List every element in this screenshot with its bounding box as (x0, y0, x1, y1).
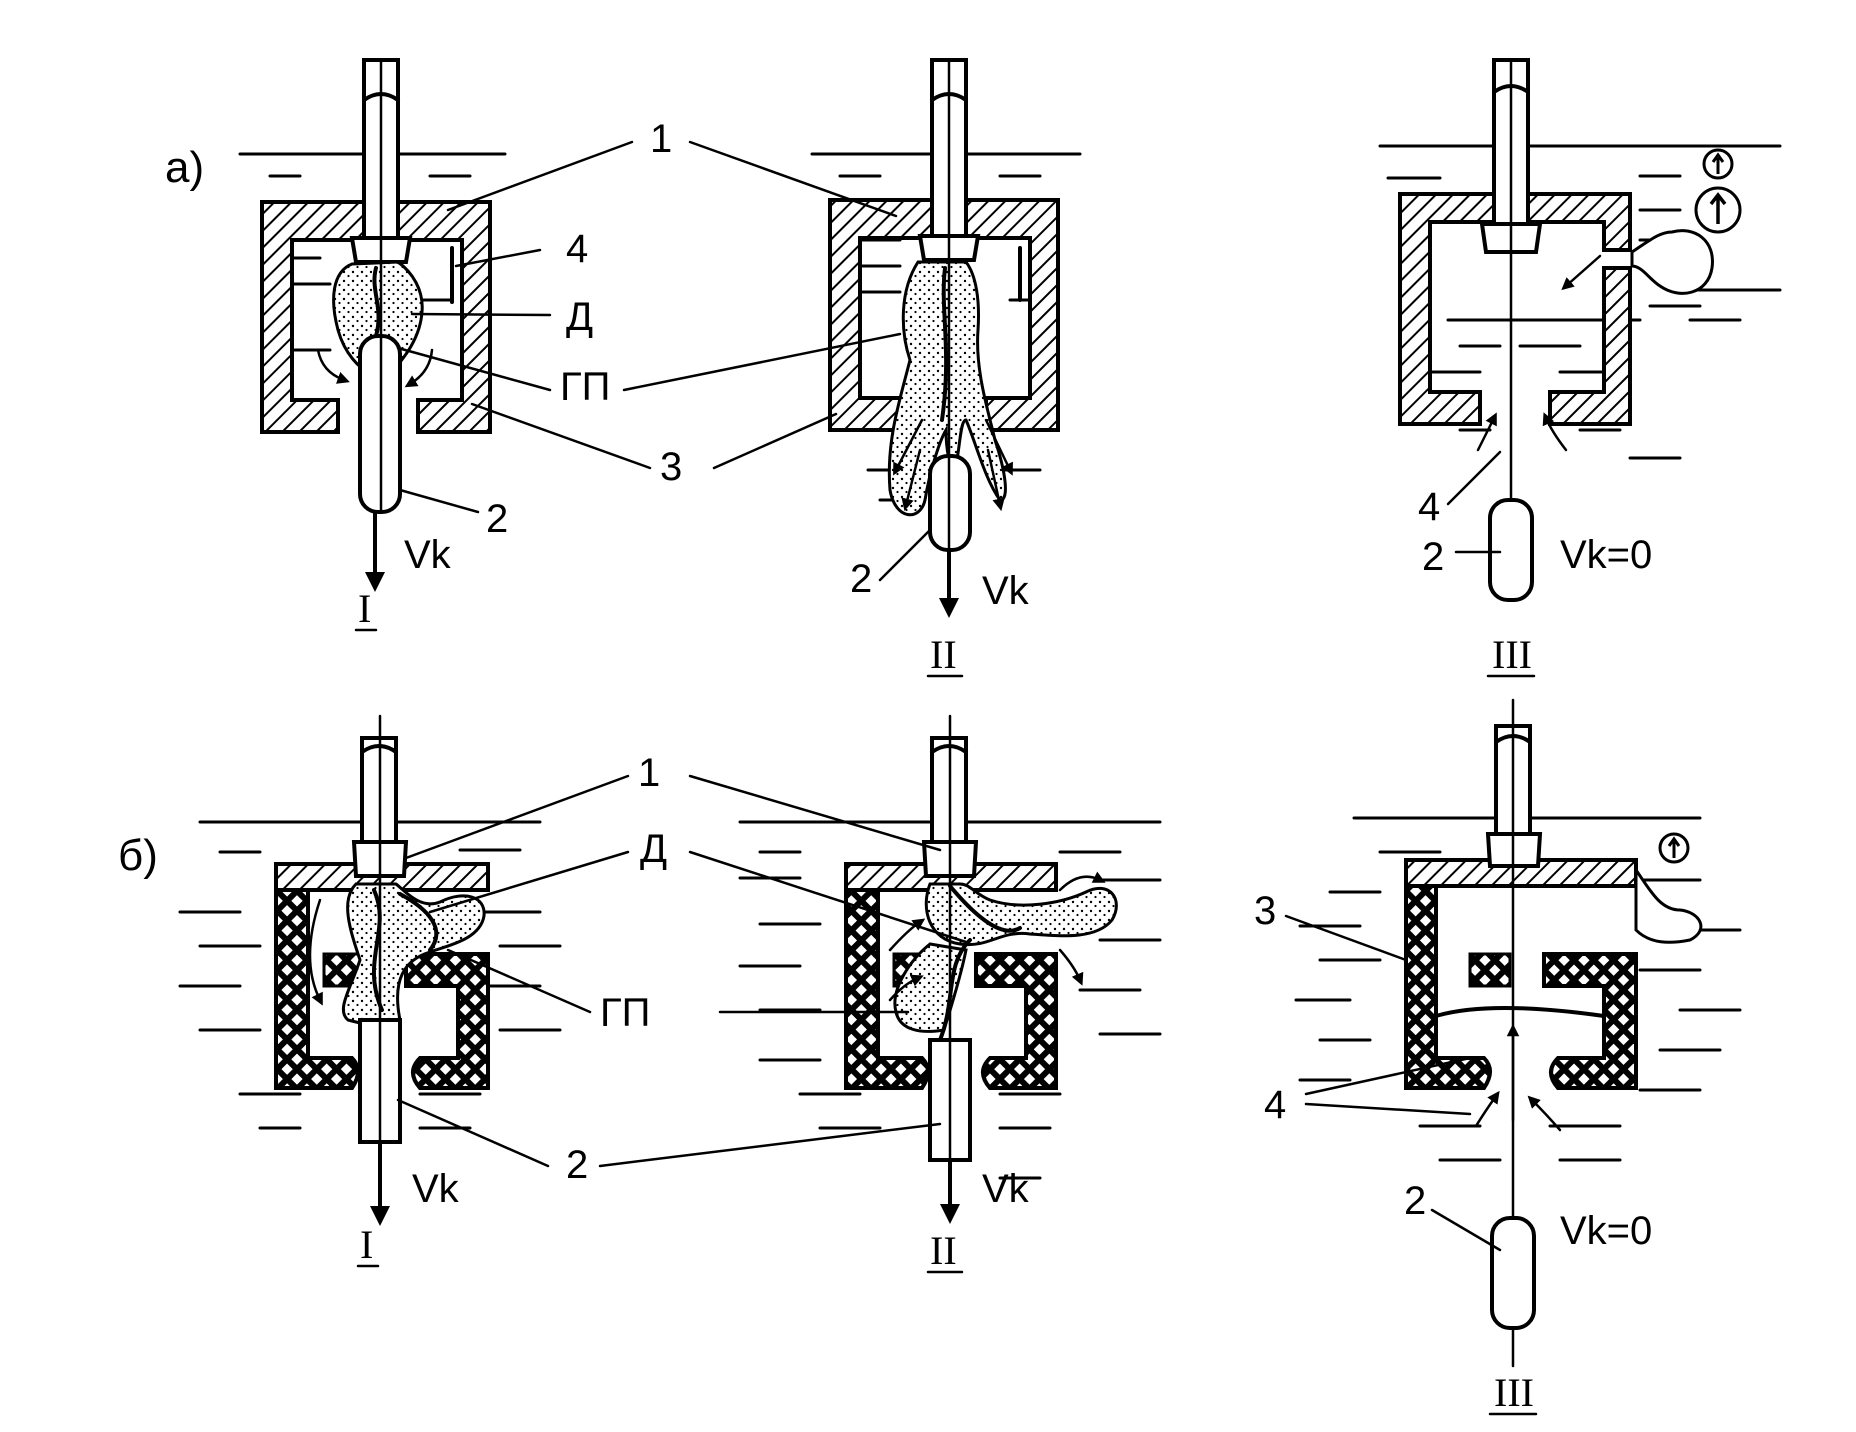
panel-b-2: Vk II (598, 714, 1162, 1274)
panel-roman: II (930, 632, 957, 677)
label-two: 2 (486, 497, 508, 541)
label-two: 2 (566, 1143, 588, 1187)
moving-contact (1488, 498, 1534, 602)
panel-roman: I (358, 586, 371, 631)
label-velocity: Vk (404, 533, 452, 577)
label-velocity: Vk=0 (1560, 1209, 1652, 1253)
water-level (1434, 1006, 1606, 1018)
panel-roman: I (360, 1222, 373, 1267)
label-four: 4 (566, 227, 588, 271)
panel-a-3: 4 2 Vk=0 III (1378, 58, 1782, 678)
label-one: 1 (638, 751, 660, 795)
panel-roman: III (1492, 632, 1532, 677)
inner-plate (1468, 952, 1512, 988)
row-b: б) (118, 698, 1742, 1416)
escaping-bubble (1634, 865, 1703, 944)
label-velocity: Vk (412, 1167, 460, 1211)
panel-a-1: 1 4 Д ГП 3 2 Vk I (238, 58, 682, 632)
label-velocity: Vk (982, 1167, 1030, 1211)
label-gp: ГП (600, 991, 650, 1035)
label-four: 4 (1264, 1083, 1286, 1127)
water-lines (1378, 144, 1782, 460)
escaping-bubble (1630, 229, 1714, 295)
label-gp: ГП (560, 365, 610, 409)
row-b-tag: б) (118, 831, 158, 880)
label-velocity: Vk (982, 569, 1030, 613)
row-a-tag: а) (165, 143, 204, 192)
label-four: 4 (1418, 485, 1440, 529)
panel-b-1: 1 Д ГП 2 Vk I (178, 714, 667, 1268)
arc-column (372, 266, 381, 338)
label-three: 3 (1254, 889, 1276, 933)
panel-b-3: 3 4 2 Vk=0 III (1254, 698, 1742, 1416)
water-lines (738, 820, 1162, 1180)
row-a: а) (165, 58, 1782, 678)
arc-column (372, 888, 384, 1012)
label-one: 1 (650, 117, 672, 161)
chamber-housing (260, 200, 492, 434)
arc-column (948, 884, 1022, 933)
chamber-walls (274, 888, 490, 1090)
panel-a-2: 2 Vk II (622, 58, 1082, 678)
label-d: Д (640, 827, 667, 871)
label-d: Д (566, 295, 593, 339)
moving-contact (1490, 1216, 1536, 1330)
label-two: 2 (1404, 1179, 1426, 1223)
panel-roman: II (930, 1228, 957, 1273)
label-two: 2 (850, 557, 872, 601)
label-velocity: Vk=0 (1560, 533, 1652, 577)
panel-roman: III (1494, 1370, 1534, 1415)
arc-column (940, 266, 949, 422)
label-three: 3 (660, 445, 682, 489)
chamber-walls (1404, 884, 1638, 1090)
label-two: 2 (1422, 535, 1444, 579)
